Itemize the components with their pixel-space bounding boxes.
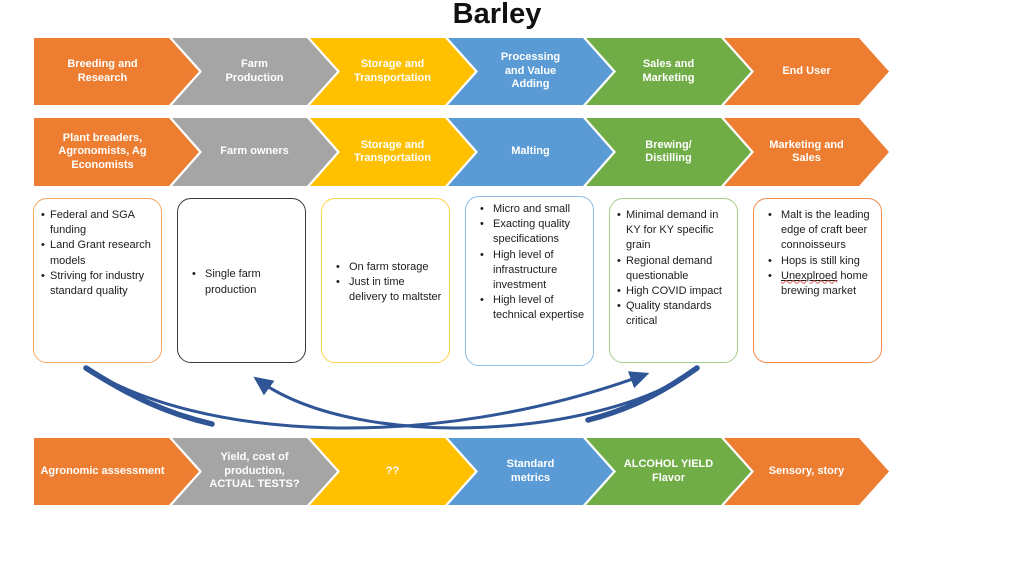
step-label: End User	[782, 64, 831, 77]
metric-label: Yield, cost of production, ACTUAL TESTS?	[209, 451, 300, 491]
step-label: Processing and Value Adding	[500, 51, 561, 91]
bullet-list: Minimal demand in KY for KY specific gra…	[617, 208, 732, 329]
metric-label: ALCOHOL YIELD Flavor	[623, 458, 714, 484]
feedback-arrow-right-thick-start	[585, 365, 700, 423]
bullet-item: Regional demand questionable	[617, 254, 732, 284]
actor-label: Brewing/ Distilling	[645, 138, 692, 164]
bullet-item: High level of infrastructure investment	[473, 248, 588, 294]
notes-marketing-sales: Malt is the leading edge of craft beer c…	[753, 198, 882, 363]
notes-malting: Micro and small Exacting quality specifi…	[465, 196, 594, 366]
bullet-item: Micro and small	[473, 202, 588, 217]
value-chain-row: Breeding and Research Farm Production St…	[34, 38, 889, 105]
metric-label: Sensory, story	[768, 464, 845, 477]
step-label: Storage and Transportation	[353, 58, 431, 84]
actors-row: Plant breaders, Agronomists, Ag Economis…	[34, 118, 889, 186]
actor-label: Marketing and Sales	[769, 138, 844, 164]
bullet-item-rest: home brewing market	[781, 269, 868, 297]
actor-label: Malting	[511, 145, 550, 158]
bullet-item: Land Grant research models	[41, 238, 156, 268]
feedback-arrow-right-to-left	[253, 366, 699, 430]
bullet-list: Malt is the leading edge of craft beer c…	[761, 208, 876, 299]
bullet-item: Malt is the leading edge of craft beer c…	[761, 208, 876, 254]
actor-plant-breeders: Plant breaders, Agronomists, Ag Economis…	[34, 118, 199, 186]
bullet-item: Hops is still king	[761, 254, 876, 269]
metrics-row: Agronomic assessment Yield, cost of prod…	[34, 438, 889, 505]
bullet-list: On farm storage Just in time delivery to…	[329, 260, 444, 306]
metric-label: Standard metrics	[506, 458, 555, 484]
bullet-item: High level of technical expertise	[473, 293, 588, 323]
bullet-item: Quality standards critical	[617, 299, 732, 329]
step-breeding-and-research: Breeding and Research	[34, 38, 199, 105]
bullet-list: Single farm production	[185, 267, 300, 297]
feedback-arrow-left-to-right	[84, 366, 650, 430]
bullet-item: Exacting quality specifications	[473, 217, 588, 247]
step-label: Sales and Marketing	[642, 58, 695, 84]
page-title: Barley	[452, 0, 542, 30]
notes-breeding-research: Federal and SGA funding Land Grant resea…	[33, 198, 162, 363]
step-label: Farm Production	[225, 58, 284, 84]
metric-agronomic-assessment: Agronomic assessment	[34, 438, 199, 505]
bullet-list: Micro and small Exacting quality specifi…	[473, 202, 588, 323]
bullet-list: Federal and SGA funding Land Grant resea…	[41, 208, 156, 299]
bullet-item: Just in time delivery to maltster	[329, 275, 444, 305]
actor-label: Farm owners	[220, 145, 289, 158]
notes-storage-transportation: On farm storage Just in time delivery to…	[321, 198, 450, 363]
bullet-item: Federal and SGA funding	[41, 208, 156, 238]
actor-label: Plant breaders, Agronomists, Ag Economis…	[58, 131, 147, 171]
step-storage-transportation: Storage and Transportation	[310, 38, 475, 105]
actor-label: Storage and Transportation	[353, 138, 431, 164]
metric-label: Agronomic assessment	[40, 464, 165, 477]
bullet-item: Striving for industry standard quality	[41, 269, 156, 299]
bullet-item: Unexplroed home brewing market	[761, 269, 876, 299]
bullet-item: On farm storage	[329, 260, 444, 275]
feedback-arrow-left-thick-start	[83, 365, 215, 427]
metric-label: ??	[385, 464, 400, 477]
notes-farm-production: Single farm production	[177, 198, 306, 363]
step-label: Breeding and Research	[67, 58, 138, 84]
bullet-item: Single farm production	[185, 267, 300, 297]
bullet-item: Minimal demand in KY for KY specific gra…	[617, 208, 732, 254]
misspelled-underlined-word: Unexplroed	[781, 269, 838, 282]
notes-brewing-distilling: Minimal demand in KY for KY specific gra…	[609, 198, 738, 363]
bullet-item: High COVID impact	[617, 284, 732, 299]
